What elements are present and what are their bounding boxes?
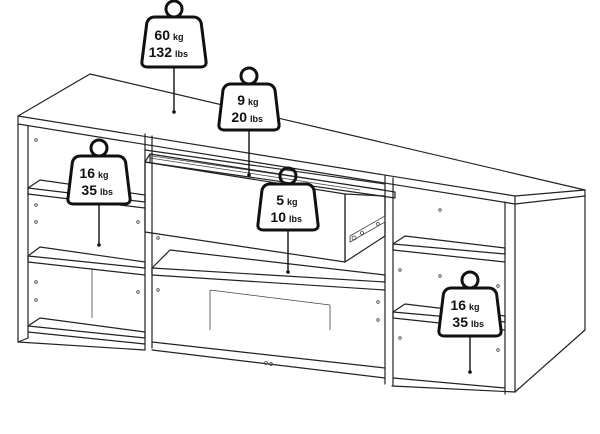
weight-handle-icon [164,0,184,19]
weight-icon [437,286,503,338]
lbs-value: 35 [452,314,468,330]
top-front-edge [17,123,516,205]
right-upper-shelf [392,235,506,255]
kg-unit: kg [248,97,259,107]
kg-unit: kg [287,197,298,207]
kg-unit: kg [173,32,184,42]
weight-handle-icon [239,66,259,86]
kg-value: 16 [79,165,95,181]
lbs-unit: lbs [100,187,113,197]
lbs-value: 20 [231,109,247,125]
weight-handle-icon [89,138,109,158]
weight-pointer-dot [247,173,251,177]
weight-pointer-dot [172,110,176,114]
lbs-value: 10 [270,209,286,225]
weight-icon [217,82,281,132]
shelf-pin-holes [34,138,500,352]
sideboard-outline [17,73,586,395]
weight-icon [140,15,208,69]
kg-unit: kg [469,302,480,312]
weight-pointer-dot [97,243,101,247]
lbs-value: 35 [81,182,97,198]
bottom-edge-left [17,341,146,351]
drawer-runner [349,215,386,243]
kg-value: 5 [276,192,284,208]
weight-icon [66,154,132,206]
kg-value: 16 [450,297,466,313]
lbs-unit: lbs [471,319,484,329]
bottom-edge-right [391,385,516,393]
kg-value: 9 [237,92,245,108]
center-shelf [151,249,386,283]
left-middle-shelf [27,246,146,269]
lbs-value: 132 [149,44,173,60]
lbs-unit: lbs [175,49,188,59]
lbs-unit: lbs [250,114,263,124]
center-base-front [151,349,386,379]
left-bottom-shelf [27,317,146,339]
weight-icon [256,182,320,232]
kg-value: 60 [154,27,170,43]
weight-handle-icon [460,270,480,290]
weight-pointer-dot [468,370,472,374]
weight-pointer-dot [286,270,290,274]
kg-unit: kg [98,170,109,180]
lbs-unit: lbs [289,214,302,224]
drawer-side [344,193,386,263]
